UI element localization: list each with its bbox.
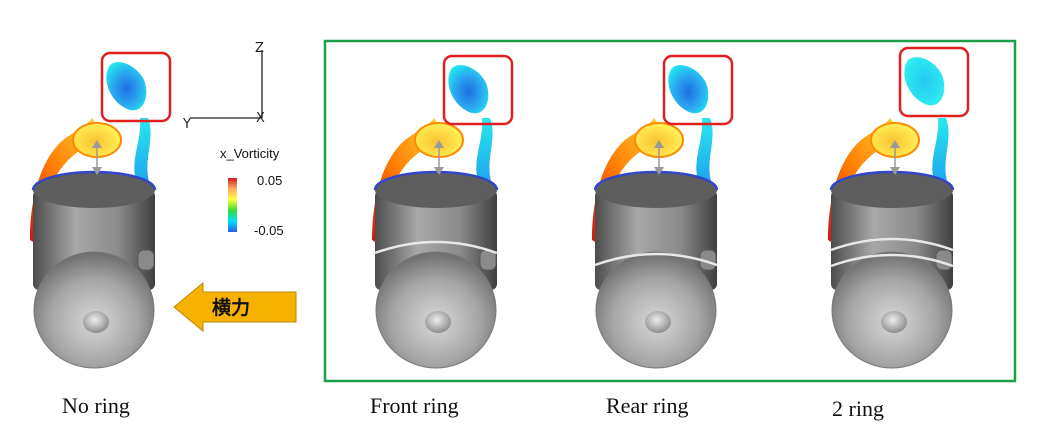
vortex-core bbox=[668, 65, 709, 114]
ring bbox=[830, 237, 954, 252]
caption-no-ring: No ring bbox=[62, 393, 130, 418]
vortex-core bbox=[904, 57, 945, 106]
vortex-highlight-box bbox=[100, 51, 172, 123]
vortex-highlight-box bbox=[442, 54, 514, 126]
case-2-ring bbox=[826, 46, 970, 370]
legend-title: x_Vorticity bbox=[220, 146, 280, 161]
rocket-body bbox=[590, 116, 719, 370]
vortex-highlight-box bbox=[898, 46, 970, 118]
lateral-force-arrow: 横力 bbox=[173, 281, 297, 333]
caption-2-ring: 2 ring bbox=[832, 396, 884, 421]
coordinate-axes: Z Y X bbox=[182, 41, 265, 132]
case-no-ring bbox=[28, 51, 172, 370]
case-rear-ring bbox=[590, 54, 734, 370]
ring bbox=[830, 253, 954, 268]
vortex-highlight-box bbox=[662, 54, 734, 126]
vortex-core bbox=[448, 65, 489, 114]
lateral-force-label: 横力 bbox=[212, 296, 250, 319]
vortex-core bbox=[106, 62, 147, 111]
caption-front-ring: Front ring bbox=[370, 393, 459, 418]
y-axis-label: Y bbox=[182, 117, 191, 132]
ring-variants-frame bbox=[323, 39, 1017, 383]
x-axis-label: X bbox=[256, 111, 265, 126]
case-front-ring bbox=[370, 54, 514, 370]
z-axis-label: Z bbox=[255, 41, 264, 56]
caption-rear-ring: Rear ring bbox=[606, 393, 689, 418]
ring bbox=[594, 252, 718, 267]
legend-max: 0.05 bbox=[257, 173, 282, 188]
rocket-body bbox=[28, 116, 157, 370]
vorticity-legend: x_Vorticity 0.05 -0.05 bbox=[220, 146, 284, 238]
ring bbox=[374, 240, 498, 255]
legend-min: -0.05 bbox=[254, 223, 284, 238]
legend-colorbar bbox=[228, 178, 237, 232]
